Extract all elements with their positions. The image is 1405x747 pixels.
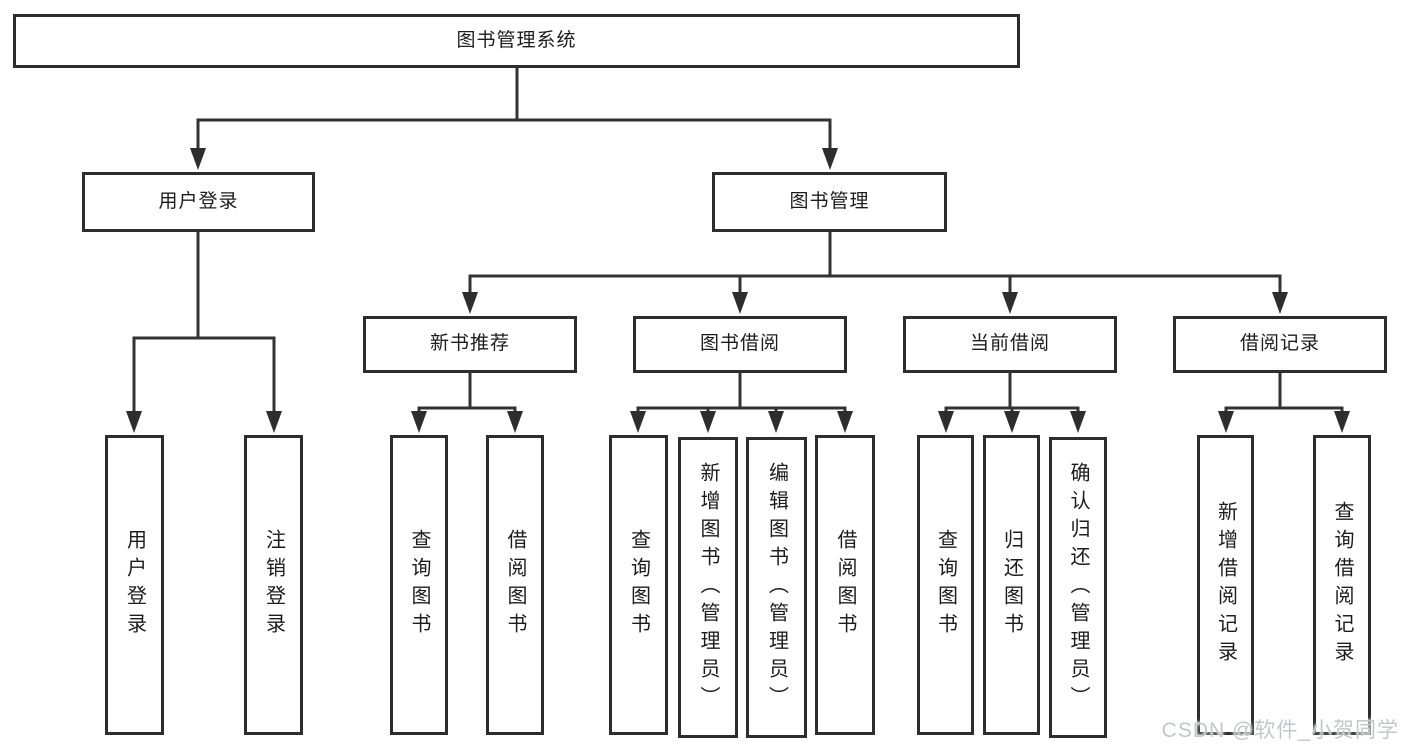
node-book-management: 图书管理 [712,172,947,232]
leaf-query-books-borrow: 查询图书 [609,435,668,735]
node-current-borrow-label: 当前借阅 [969,333,1050,355]
arrow-records [1272,292,1288,314]
leaf-query-books-current: 查询图书 [917,435,974,735]
node-borrow-records: 借阅记录 [1173,316,1387,373]
leaf-query-books-recommend-label: 查询图书 [408,529,430,641]
node-user-login-label: 用户登录 [158,190,239,212]
leaf-user-login-label: 用户登录 [123,529,146,641]
arrow-newbook [462,292,478,314]
arrow-c3 [1070,411,1086,433]
arrow-a2 [507,411,523,433]
leaf-confirm-return-admin: 确认归还（管理员） [1049,437,1107,738]
leaf-add-borrow-record: 新增借阅记录 [1197,435,1254,735]
arrow-currentborrow [1002,292,1018,314]
leaf-query-books-recommend: 查询图书 [390,435,448,735]
arrow-a1 [411,411,427,433]
arrow-b1 [630,411,646,433]
leaf-query-books-borrow-label: 查询图书 [627,529,650,641]
leaf-borrow-books-recommend: 借阅图书 [486,435,544,735]
arrow-leaf-logout [266,411,282,433]
arrow-d2 [1334,411,1350,433]
node-book-borrow: 图书借阅 [633,316,847,373]
node-new-book-recommend: 新书推荐 [363,316,577,373]
arrow-b4 [837,411,853,433]
leaf-query-books-current-label: 查询图书 [934,529,957,641]
node-new-book-recommend-label: 新书推荐 [429,333,510,355]
leaf-borrow-books: 借阅图书 [815,435,875,735]
leaf-confirm-return-admin-label: 确认归还（管理员） [1067,461,1089,714]
arrow-d1 [1218,411,1234,433]
arrow-b2 [700,411,716,433]
arrow-bookborrow [732,292,748,314]
leaf-borrow-books-recommend-label: 借阅图书 [504,529,526,641]
node-user-login: 用户登录 [82,172,315,232]
node-root-label: 图书管理系统 [456,29,577,51]
node-root: 图书管理系统 [13,14,1020,68]
leaf-add-book-admin-label: 新增图书（管理员） [697,461,719,714]
arrowheads [126,148,1350,433]
leaf-add-book-admin: 新增图书（管理员） [678,437,738,738]
leaf-logout-label: 注销登录 [262,529,285,641]
node-book-management-label: 图书管理 [789,190,870,212]
leaf-return-books-label: 归还图书 [1000,529,1023,641]
arrow-leaf-login [126,411,142,433]
leaf-borrow-books-label: 借阅图书 [834,529,856,641]
leaf-query-borrow-record-label: 查询借阅记录 [1331,501,1353,669]
leaf-return-books: 归还图书 [983,435,1040,735]
node-book-borrow-label: 图书借阅 [699,333,780,355]
arrow-c2 [1004,411,1020,433]
leaf-query-borrow-record: 查询借阅记录 [1313,435,1371,735]
leaf-logout: 注销登录 [244,435,303,735]
arrow-b3 [768,411,784,433]
node-borrow-records-label: 借阅记录 [1239,333,1320,355]
arrow-book-mgmt [822,148,838,170]
leaf-add-borrow-record-label: 新增借阅记录 [1214,501,1237,669]
node-current-borrow: 当前借阅 [903,316,1117,373]
leaf-user-login: 用户登录 [105,435,164,735]
leaf-edit-book-admin: 编辑图书（管理员） [746,437,807,738]
arrow-user-login [190,148,206,170]
arrow-c1 [938,411,954,433]
csdn-watermark: CSDN @软件_小贺同学 [1161,719,1399,742]
leaf-edit-book-admin-label: 编辑图书（管理员） [765,461,788,714]
